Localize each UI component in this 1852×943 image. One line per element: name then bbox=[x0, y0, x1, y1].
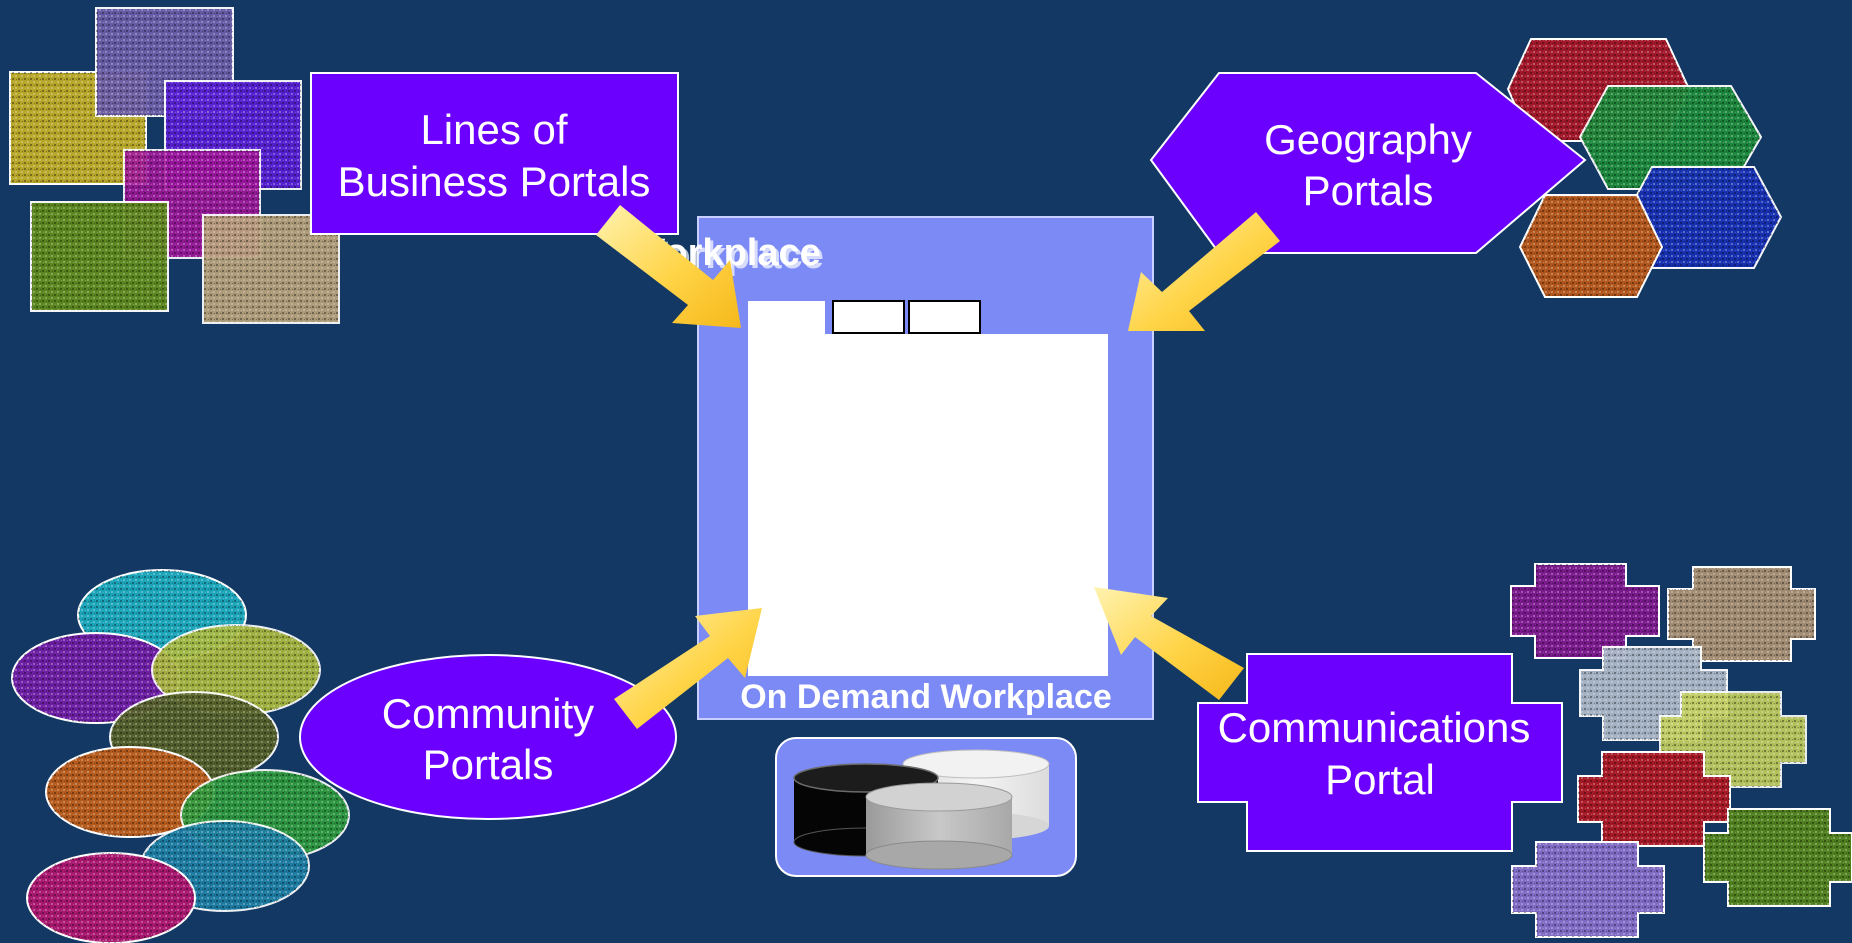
comm-portal: Communications Portal bbox=[1197, 653, 1563, 852]
database-icon bbox=[775, 737, 1077, 877]
geo-portal: Geography Portals bbox=[1149, 72, 1587, 254]
ellipse-pink bbox=[26, 852, 196, 943]
cross-purple bbox=[1510, 563, 1660, 659]
cross-red bbox=[1577, 751, 1731, 847]
arrow-from-community bbox=[614, 608, 762, 729]
on-demand-workplace-caption: On Demand Workplace bbox=[740, 678, 1112, 716]
lob-squares-cluster bbox=[9, 7, 340, 324]
ellipse-purple bbox=[11, 632, 181, 724]
lob-portal-line1: Lines of bbox=[420, 106, 567, 153]
arrow-from-geo bbox=[1128, 212, 1280, 331]
geo-hexagon-cluster bbox=[1506, 38, 1783, 298]
workplace-tab-3 bbox=[908, 300, 981, 334]
ellipse-orange bbox=[45, 746, 215, 838]
cross-darkgreen bbox=[1703, 808, 1852, 907]
comm-portal-line1: Communications bbox=[1218, 704, 1531, 751]
workplace-tab-active bbox=[748, 301, 825, 343]
workplace-content-area bbox=[748, 334, 1108, 676]
geo-portal-line2: Portals bbox=[1303, 167, 1434, 214]
workplace-panel: Workplace Workplace On Demand Workplace bbox=[629, 216, 1154, 720]
community-portal-line1: Community bbox=[382, 690, 594, 737]
cross-lavender bbox=[1511, 841, 1665, 938]
hexagon-blue bbox=[1623, 166, 1783, 269]
community-portal-line2: Portals bbox=[423, 741, 554, 788]
comm-cross-cluster bbox=[1510, 563, 1852, 938]
arrow-from-lob bbox=[596, 205, 741, 328]
arrow-from-comm bbox=[1094, 587, 1244, 700]
cross-tan bbox=[1667, 566, 1816, 662]
hexagon-green bbox=[1578, 85, 1763, 190]
community-ellipse-cluster bbox=[11, 569, 350, 943]
hexagon-orange bbox=[1518, 194, 1664, 298]
lob-portal: Lines of Business Portals bbox=[310, 72, 679, 235]
lob-portal-line2: Business Portals bbox=[338, 158, 651, 205]
community-portal: Community Portals bbox=[299, 654, 677, 820]
square-green bbox=[30, 201, 169, 312]
comm-portal-line2: Portal bbox=[1325, 756, 1435, 803]
workplace-tab-2 bbox=[832, 300, 905, 334]
geo-portal-line1: Geography bbox=[1264, 116, 1472, 163]
